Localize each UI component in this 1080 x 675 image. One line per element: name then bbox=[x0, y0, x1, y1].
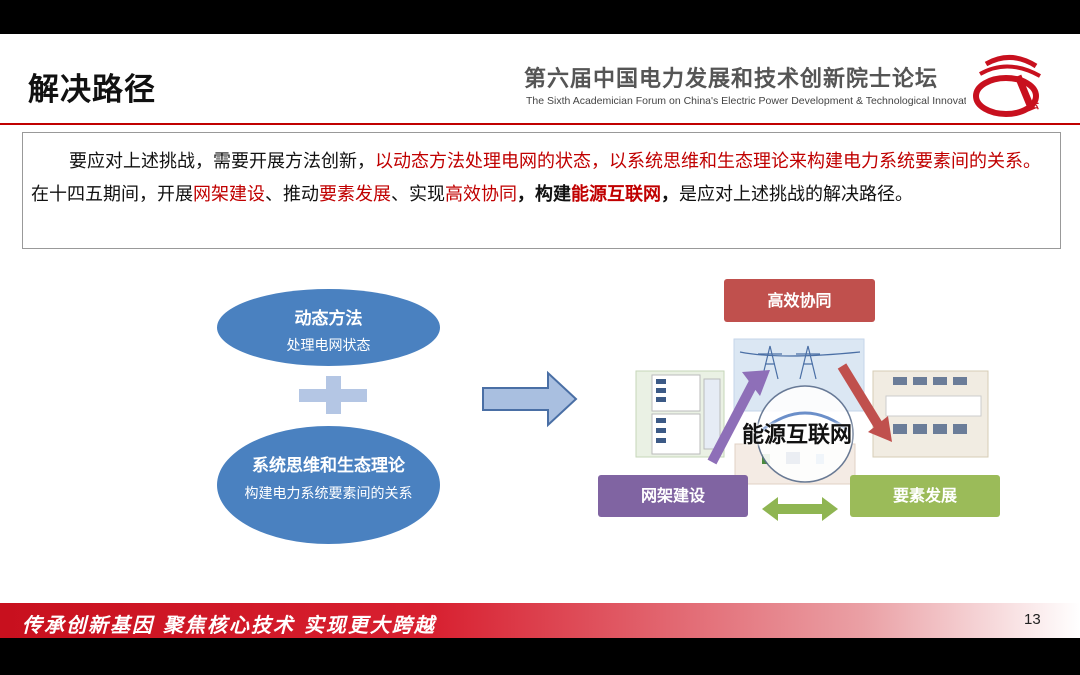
transmission-tower-icon bbox=[739, 345, 861, 380]
svg-text:坛: 坛 bbox=[1028, 97, 1039, 111]
svg-text:院士: 院士 bbox=[992, 92, 1016, 107]
purple-arrow-icon bbox=[742, 370, 770, 396]
right-arrow-icon bbox=[482, 370, 578, 428]
intro-paragraph: 要应对上述挑战，需要开展方法创新，以动态方法处理电网的状态，以系统思维和生态理论… bbox=[22, 132, 1061, 249]
forum-title-en: The Sixth Academician Forum on China's E… bbox=[526, 95, 981, 107]
footer-bar bbox=[0, 603, 1080, 638]
system-thinking-ellipse: 系统思维和生态理论 构建电力系统要素间的关系 bbox=[217, 426, 440, 544]
page-number: 13 bbox=[1024, 611, 1041, 628]
plus-icon-vertical bbox=[326, 376, 341, 414]
energy-internet-diagram bbox=[482, 338, 989, 521]
footer-slogan: 传承创新基因 聚焦核心技术 实现更大跨越 bbox=[22, 613, 436, 637]
efficient-collaboration-box: 高效协同 bbox=[724, 279, 875, 322]
dynamic-method-ellipse: 动态方法 处理电网状态 bbox=[217, 289, 440, 366]
forum-title-cn: 第六届中国电力发展和技术创新院士论坛 bbox=[524, 67, 939, 92]
dynamic-method-subtitle: 处理电网状态 bbox=[286, 338, 371, 354]
dynamic-method-title: 动态方法 bbox=[294, 309, 363, 329]
header-divider bbox=[0, 123, 1080, 125]
slide: 解决路径 第六届中国电力发展和技术创新院士论坛 The Sixth Academ… bbox=[0, 34, 1080, 638]
energy-internet-label: 能源互联网 bbox=[742, 423, 853, 448]
page-title: 解决路径 bbox=[28, 72, 156, 108]
red-arrow-icon bbox=[868, 416, 892, 442]
element-development-box: 要素发展 bbox=[850, 475, 1000, 517]
grid-construction-box: 网架建设 bbox=[598, 475, 748, 517]
system-thinking-subtitle: 构建电力系统要素间的关系 bbox=[244, 486, 413, 502]
forum-logo: 院士 坛 bbox=[966, 52, 1052, 122]
system-thinking-title: 系统思维和生态理论 bbox=[252, 456, 405, 476]
double-arrow-icon bbox=[762, 497, 838, 521]
center-circle bbox=[756, 385, 854, 483]
